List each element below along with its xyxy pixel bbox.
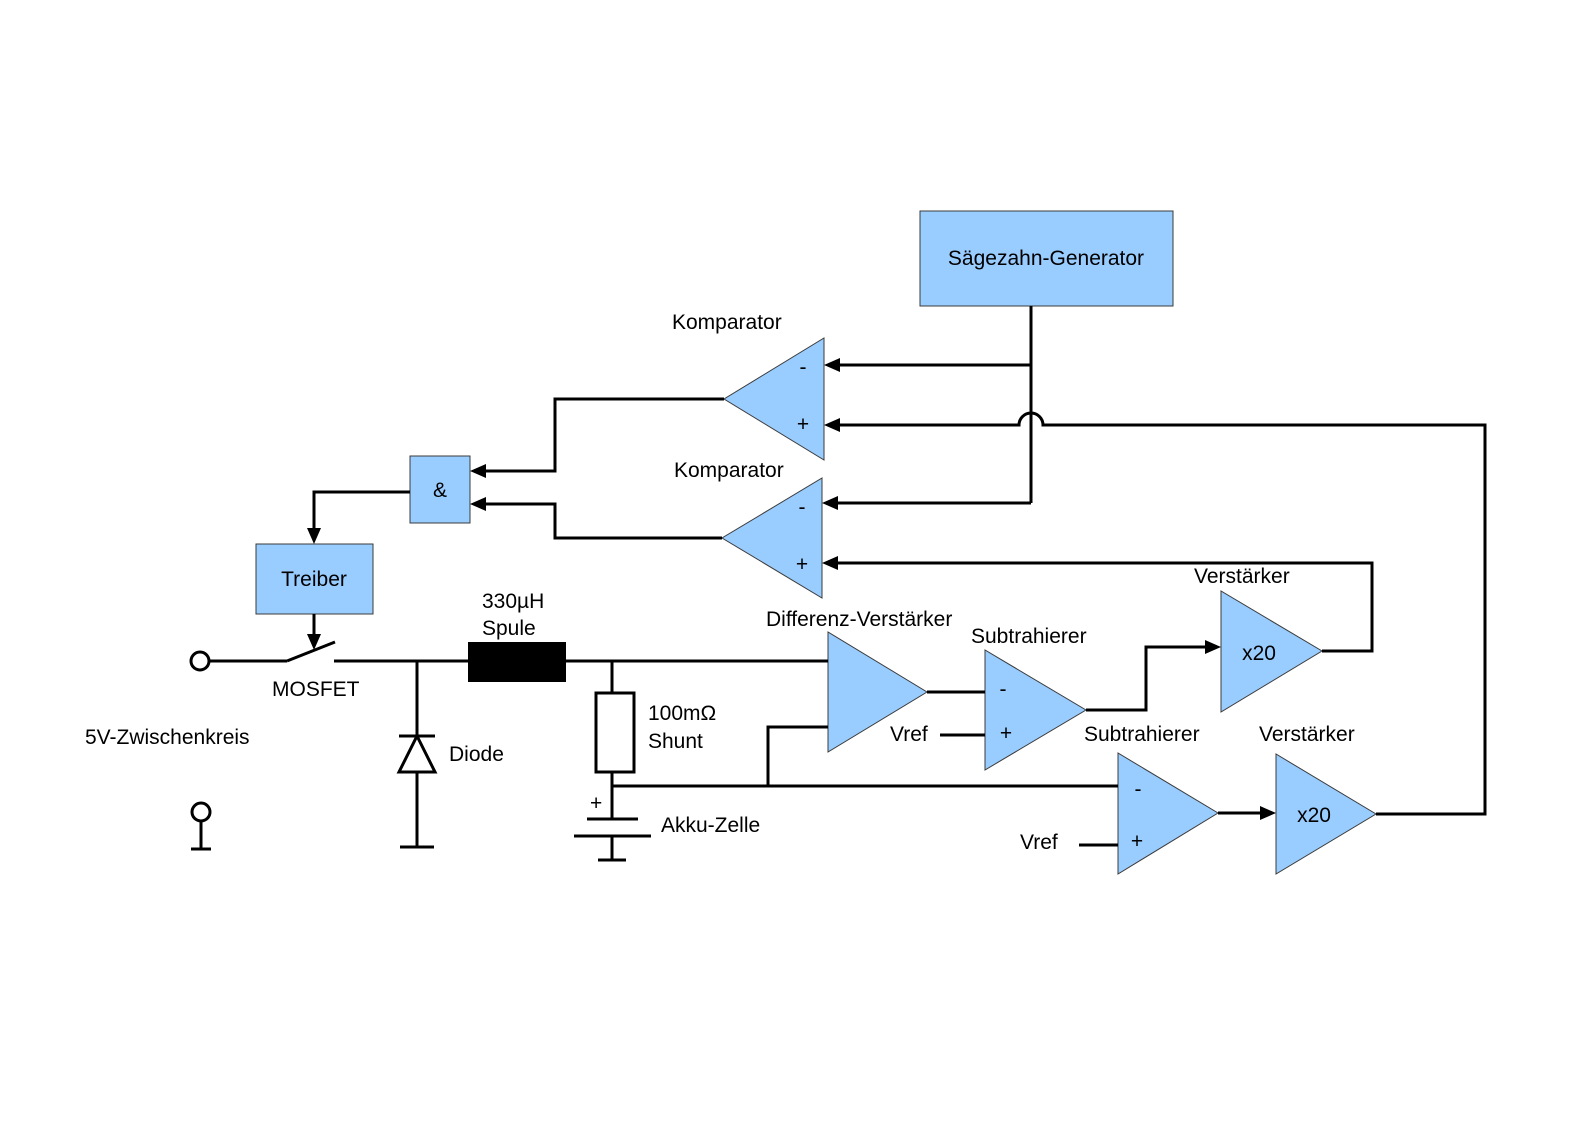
arrow-mosfet-in [307,634,321,650]
comparator-bottom-plus: + [796,553,808,576]
amplifier-top-gain: x20 [1242,642,1276,665]
subtractor-top: - + [984,649,1087,771]
arrow-comp-bottom-minus [822,496,838,510]
arrow-driver-in [307,528,321,544]
inductor-name-label: Spule [482,617,536,640]
arrow-comp-top-minus [824,358,840,372]
inductor-value-label: 330µH [482,590,544,613]
inductor [468,642,566,682]
driver-label: Treiber [281,568,347,591]
arrow-amp-top-in [1205,640,1221,654]
saw-generator-block: Sägezahn-Generator [919,210,1174,307]
diode-label: Diode [449,743,504,766]
amplifier-bottom-gain: x20 [1297,804,1331,827]
vref-bottom-label: Vref [1020,831,1058,854]
arrow-amp-bottom-in [1260,806,1276,820]
amplifier-top-label: Verstärker [1194,565,1290,588]
subtractor-bottom-label: Subtrahierer [1084,723,1200,746]
terminal-bottom [190,801,212,851]
subtractor-bottom-plus: + [1131,830,1143,853]
and-gate-label: & [433,479,447,502]
arrowheads [307,358,1276,820]
comparator-bottom: - + [721,477,823,599]
subtractor-top-minus: - [1000,678,1007,701]
amplifier-top: x20 [1220,590,1323,713]
subtractor-bottom: - + [1117,752,1219,875]
diff-amp-label: Differenz-Verstärker [766,608,952,631]
comparator-top-minus: - [800,356,807,379]
and-gate: & [409,455,471,524]
comparator-bottom-label: Komparator [674,459,784,482]
comparator-top-label: Komparator [672,311,782,334]
shunt-resistor [594,691,636,774]
mosfet-label: MOSFET [272,678,360,701]
driver-block: Treiber [255,543,374,615]
arrow-comp-top-plus [824,418,840,432]
diode-symbol [396,732,438,774]
wires [208,306,1487,862]
differential-amplifier [827,631,928,753]
amplifier-bottom: x20 [1275,753,1377,875]
comparator-top-plus: + [797,413,809,436]
terminal-top [189,650,211,672]
comparator-top: - + [723,337,825,461]
supply-label: 5V-Zwischenkreis [85,726,250,749]
battery-plus-label: + [590,792,602,815]
amplifier-bottom-label: Verstärker [1259,723,1355,746]
shunt-name-label: Shunt [648,730,703,753]
comparator-bottom-minus: - [799,496,806,519]
subtractor-top-label: Subtrahierer [971,625,1087,648]
arrow-comp-bottom-plus [822,556,838,570]
subtractor-bottom-minus: - [1135,778,1142,801]
subtractor-top-plus: + [1000,722,1012,745]
arrow-and-in-bottom [470,497,486,511]
saw-generator-label: Sägezahn-Generator [948,247,1144,270]
battery-label: Akku-Zelle [661,814,760,837]
arrow-and-in-top [470,464,486,478]
shunt-value-label: 100mΩ [648,702,716,725]
vref-top-label: Vref [890,723,928,746]
